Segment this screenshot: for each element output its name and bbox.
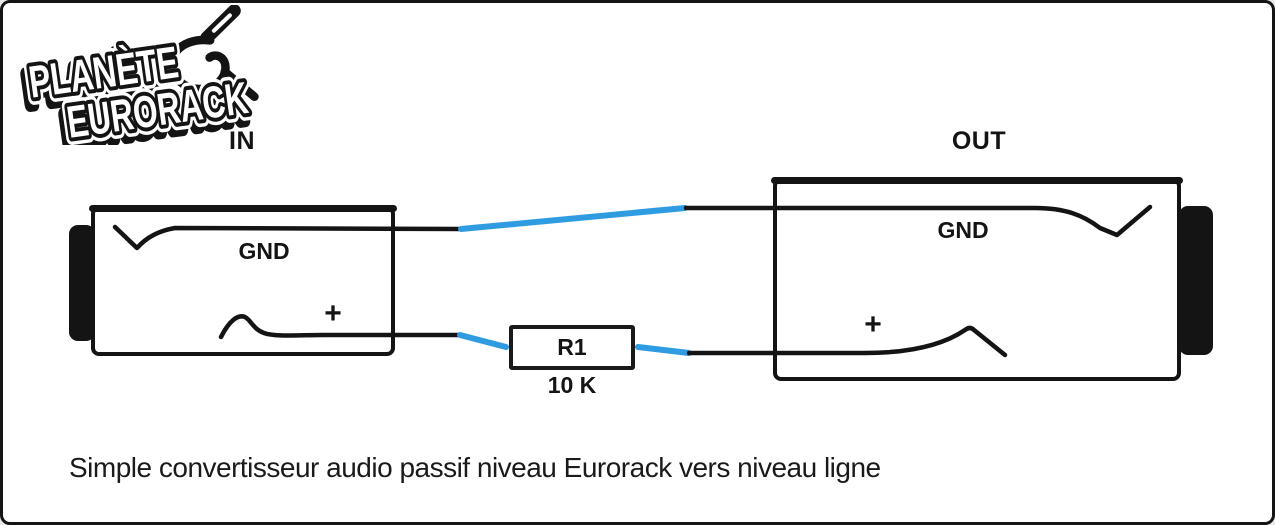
out-jack-sleeve (1179, 206, 1213, 355)
logo-text: PLANÈTE EURORACK (22, 32, 256, 145)
out-jack-top-edge (771, 177, 1183, 184)
in-label: IN (229, 127, 255, 155)
resistor-designator: R1 (557, 334, 587, 360)
in-plus-label: + (324, 297, 342, 330)
in-gnd-label: GND (238, 238, 290, 264)
plus-patch-wire-blue-right (635, 344, 692, 356)
in-jack-top-edge (89, 205, 397, 212)
plus-patch-wire-blue-left (457, 332, 509, 350)
in-jack-connector (89, 205, 397, 356)
in-jack-sleeve (69, 225, 95, 341)
logo-sticker-line2: EURORACK (64, 72, 252, 145)
out-jack-connector (771, 177, 1183, 381)
gnd-patch-wire-blue (458, 205, 688, 232)
out-plus-label: + (864, 308, 882, 341)
resistor: R1 (509, 325, 635, 370)
resistor-value: 10 K (547, 372, 597, 398)
out-gnd-label: GND (937, 217, 989, 243)
jack-cable-icon (163, 5, 263, 105)
out-label: OUT (951, 127, 1007, 155)
planete-eurorack-logo: PLANÈTE EURORACK PLANÈTE EURORACK PLANÈT… (15, 5, 263, 145)
caption: Simple convertisseur audio passif niveau… (69, 452, 881, 483)
